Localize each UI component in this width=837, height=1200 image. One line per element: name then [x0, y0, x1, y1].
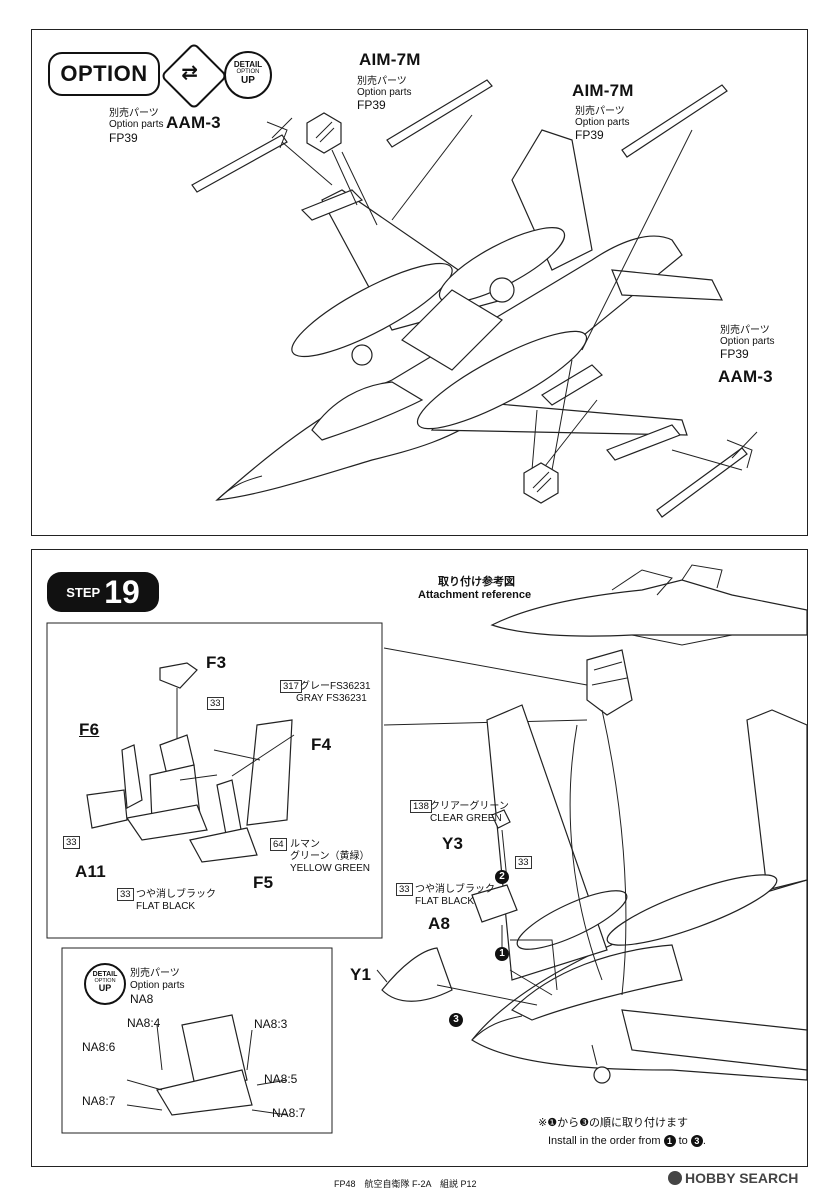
na8-item-6: NA8:6 — [82, 1040, 116, 1054]
order-marker-3: 3 — [449, 1013, 463, 1027]
step-panel: STEP 19 取り付け参考図 Attachment reference F3 … — [31, 549, 808, 1167]
paint-yg-en: YELLOW GREEN — [290, 863, 371, 874]
option-title-box: OPTION — [48, 52, 160, 96]
na8-item-5: NA8:5 — [264, 1072, 298, 1086]
paint-yg-jp1: ルマン — [290, 839, 320, 850]
na8-item-3: NA8:3 — [254, 1017, 288, 1031]
paint-num-yellow-green: 64 — [270, 838, 287, 851]
detail-up-badge: DETAIL OPTION UP — [224, 51, 272, 99]
option-aircraft-illustration — [191, 79, 758, 518]
paint-fb-a8-en: FLAT BLACK — [415, 896, 475, 907]
na8-item-7-left: NA8:7 — [82, 1094, 116, 1108]
paint-num-33-y3: 33 — [515, 856, 532, 869]
callout-aam3-1-code: FP39 — [109, 131, 138, 145]
na8-item-7-right: NA8:7 — [272, 1106, 306, 1120]
callout-aam3-2-code: FP39 — [720, 347, 749, 361]
part-label-a8: A8 — [428, 914, 451, 933]
part-label-y3: Y3 — [442, 834, 464, 853]
callout-aim7m-1-code: FP39 — [357, 98, 386, 112]
na8-badge-mid: OPTION — [94, 978, 116, 984]
na8-item-4: NA8:4 — [127, 1016, 161, 1030]
callout-aam3-1-en: Option parts — [109, 119, 164, 130]
callout-aam3-1-jp: 別売パーツ — [109, 108, 159, 119]
callout-aim7m-1-en: Option parts — [357, 87, 412, 98]
paint-num-33-f3: 33 — [207, 697, 224, 710]
install-note-jp: ※❶から❸の順に取り付けます — [538, 1117, 688, 1129]
order-marker-2: 2 — [495, 870, 509, 884]
callout-aam3-2-en: Option parts — [720, 336, 775, 347]
badge-mid-text: OPTION — [236, 69, 260, 75]
na8-badge-bottom: UP — [98, 983, 112, 993]
install-note-marker-3: 3 — [690, 1135, 703, 1147]
part-label-f6: F6 — [79, 720, 100, 739]
step-illustration — [46, 564, 807, 1134]
paint-fb-en: FLAT BLACK — [136, 901, 196, 912]
callout-aam3-2-jp: 別売パーツ — [720, 325, 770, 336]
order-marker-1: 1 — [495, 947, 509, 961]
step-header: STEP 19 — [47, 572, 159, 612]
callout-aam3-1-name: AAM-3 — [166, 113, 221, 132]
step-label: STEP — [66, 584, 101, 600]
paint-fb-jp: つや消しブラック — [136, 889, 216, 900]
install-note-marker-1: 1 — [663, 1135, 676, 1147]
badge-top-text: DETAIL — [233, 60, 263, 69]
na8-detail-up-badge: DETAIL OPTION UP — [84, 963, 126, 1005]
paint-num-flat-black: 33 — [117, 888, 134, 901]
paint-num-33-a11: 33 — [63, 836, 80, 849]
watermark-logo-icon — [668, 1171, 682, 1185]
callout-aim7m-1-name: AIM-7M — [359, 50, 421, 69]
part-label-f3: F3 — [206, 653, 227, 672]
part-label-a11: A11 — [75, 862, 106, 881]
option-title: OPTION — [60, 61, 148, 86]
footer-text: FP48 航空自衛隊 F-2A 組説 P12 — [334, 1179, 477, 1189]
badge-bottom-text: UP — [241, 75, 255, 86]
paint-num-clear-green: 138 — [410, 800, 432, 813]
paint-clear-en: CLEAR GREEN — [430, 813, 502, 824]
paint-num-gray: 317 — [280, 680, 302, 693]
na8-badge-top: DETAIL — [92, 971, 118, 978]
na8-option-code: NA8 — [130, 992, 154, 1006]
install-note-prefix: Install in the order from — [548, 1135, 661, 1147]
callout-aim7m-1-jp: 別売パーツ — [357, 76, 407, 87]
callout-aim7m-2-jp: 別売パーツ — [575, 106, 625, 117]
step-number: 19 — [104, 573, 140, 610]
option-panel: OPTION ⇄ DETAIL OPTION UP AIM-7M 別売パーツ O… — [31, 29, 808, 536]
paint-gray-jp: グレーFS36231 — [300, 681, 371, 692]
paint-gray-en: GRAY FS36231 — [296, 693, 367, 704]
install-note-to: to — [678, 1135, 688, 1147]
attachment-reference-jp: 取り付け参考図 — [438, 576, 515, 588]
callout-aim7m-2-en: Option parts — [575, 117, 630, 128]
callout-aim7m-2-name: AIM-7M — [572, 81, 634, 100]
callout-aim7m-2-code: FP39 — [575, 128, 604, 142]
attachment-reference-en: Attachment reference — [418, 589, 532, 601]
part-label-f4: F4 — [311, 735, 332, 754]
part-label-f5: F5 — [253, 873, 274, 892]
part-label-y1: Y1 — [350, 965, 372, 984]
na8-option-jp: 別売パーツ — [130, 968, 180, 979]
watermark-text: HOBBY SEARCH — [685, 1170, 799, 1186]
na8-option-en: Option parts — [130, 980, 185, 991]
paint-fb-a8-jp: つや消しブラック — [415, 884, 495, 895]
paint-clear-jp: クリアーグリーン — [430, 801, 509, 812]
paint-yg-jp2: グリーン（黄緑） — [290, 851, 370, 862]
paint-num-flat-black-a8: 33 — [396, 883, 413, 896]
callout-aam3-2-name: AAM-3 — [718, 367, 773, 386]
install-note-en: Install in the order from 1 to 3. — [548, 1135, 706, 1147]
hobby-search-watermark: HOBBY SEARCH — [668, 1170, 798, 1186]
